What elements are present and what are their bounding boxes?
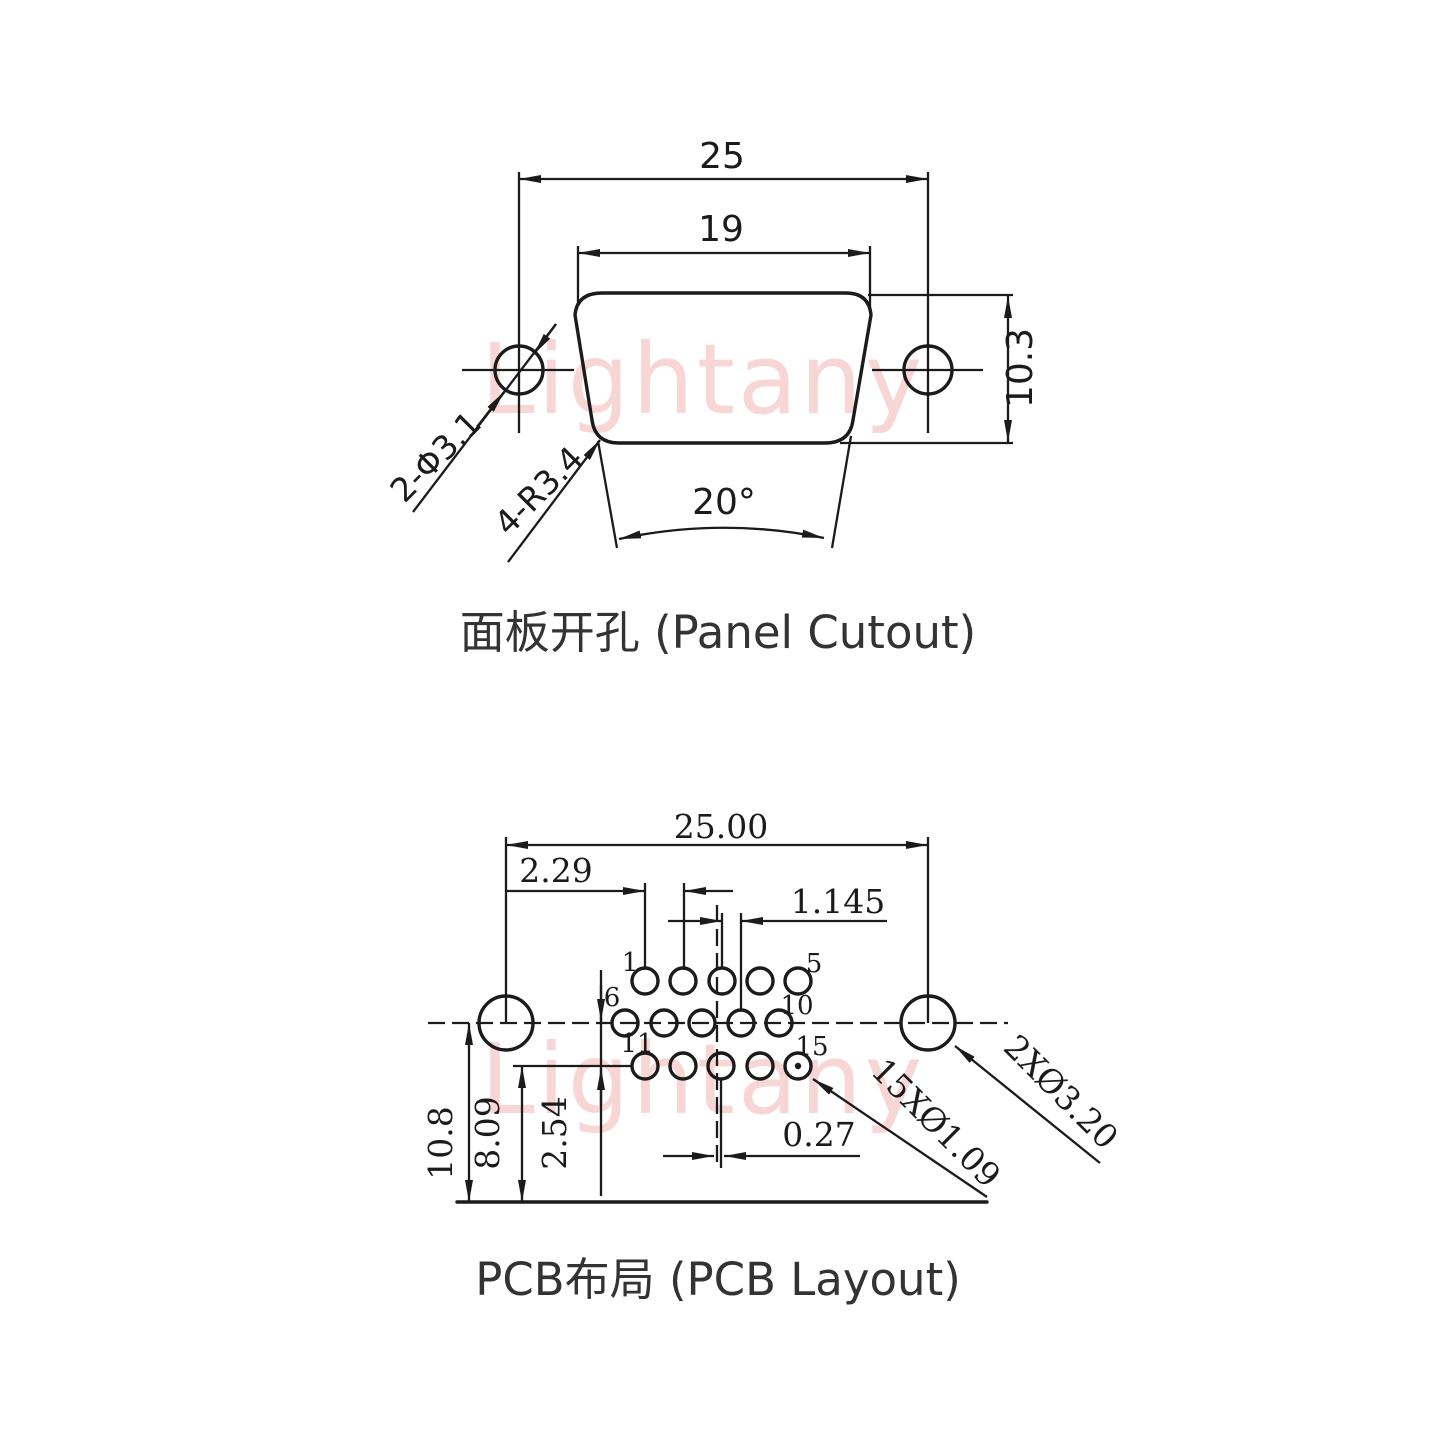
dim-8-09: 8.09 xyxy=(468,1064,631,1202)
callout-mount-holes-label: 2XØ3.20 xyxy=(996,1027,1126,1157)
callout-hole-diameter-label: 2-Φ3.1 xyxy=(382,403,488,509)
pcb-layout-title: PCB布局 (PCB Layout) xyxy=(475,1253,961,1306)
dim-19: 19 xyxy=(576,209,872,312)
callout-corner-radius-label: 4-R3.4 xyxy=(487,439,591,543)
dim-25-00: 25.00 xyxy=(504,807,930,1023)
dim-2-54-label: 2.54 xyxy=(535,1096,574,1169)
crosshair-lines xyxy=(462,172,983,433)
watermark-top: Lightany xyxy=(481,323,925,436)
dim-20deg: 20° xyxy=(596,435,853,549)
dim-2-29: 2.29 xyxy=(506,851,733,967)
pin-label-11: 11 xyxy=(620,1029,653,1059)
dim-19-label: 19 xyxy=(698,209,744,250)
dim-2-29-label: 2.29 xyxy=(519,851,592,890)
dim-10-8-label: 10.8 xyxy=(421,1106,460,1179)
dim-8-09-label: 8.09 xyxy=(468,1096,507,1169)
dim-10-3-label: 10.3 xyxy=(1000,328,1041,408)
callout-corner-radius: 4-R3.4 xyxy=(487,439,601,563)
pin-label-15: 15 xyxy=(795,1032,828,1062)
dim-10-3: 10.3 xyxy=(840,293,1041,445)
cutout-outline xyxy=(573,291,873,445)
dim-25: 25 xyxy=(519,136,928,183)
pin-label-6: 6 xyxy=(604,983,621,1013)
pin-label-5: 5 xyxy=(806,949,823,979)
dim-1-145: 1.145 xyxy=(668,882,887,1009)
pin-label-1: 1 xyxy=(622,948,639,978)
pin-label-10: 10 xyxy=(780,991,813,1021)
dim-0-27: 0.27 xyxy=(663,1079,860,1168)
dim-20deg-label: 20° xyxy=(692,482,756,523)
dim-2-54: 2.54 xyxy=(535,970,605,1196)
dim-10-8: 10.8 xyxy=(421,1023,473,1202)
pin15-center-dot xyxy=(794,1062,802,1070)
panel-cutout-title: 面板开孔 (Panel Cutout) xyxy=(460,606,976,659)
dim-1-145-label: 1.145 xyxy=(791,882,885,921)
dim-0-27-label: 0.27 xyxy=(782,1115,855,1154)
dim-25-00-label: 25.00 xyxy=(674,807,768,846)
watermark-bottom: Lightany xyxy=(481,1023,925,1136)
dim-25-label: 25 xyxy=(699,136,745,177)
